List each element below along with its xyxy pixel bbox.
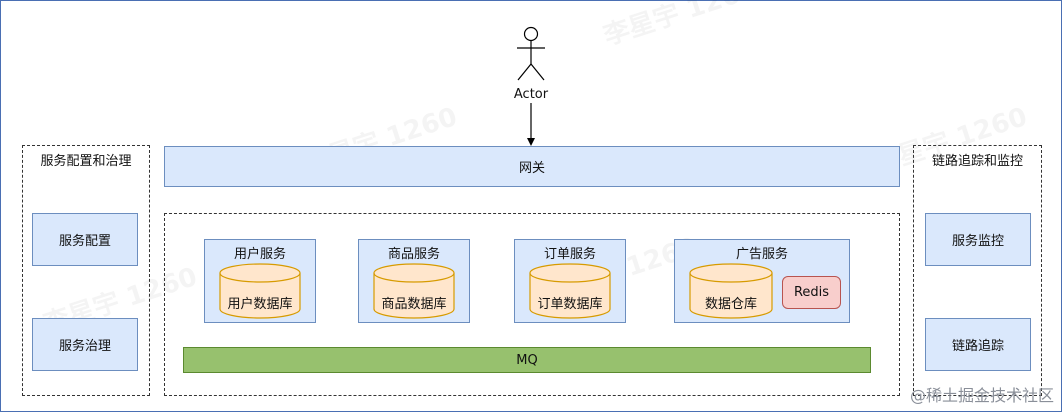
user-service-title: 用户服务 <box>233 247 286 262</box>
footer-watermark: @稀土掘金技术社区 <box>909 386 1054 405</box>
left-panel-title: 服务配置和治理 <box>40 154 132 169</box>
product-db-cylinder: 商品数据库 <box>373 263 455 319</box>
database-icon <box>219 263 301 319</box>
product-service-title: 商品服务 <box>387 247 440 262</box>
data-warehouse-cylinder: 数据仓库 <box>689 263 773 319</box>
actor-arrow <box>527 103 535 146</box>
service-governance-box: 服务治理 <box>32 318 138 371</box>
service-governance-label: 服务治理 <box>58 339 111 354</box>
product-db-label: 商品数据库 <box>381 297 447 312</box>
service-config-label: 服务配置 <box>58 234 111 249</box>
actor-label: Actor <box>513 87 549 102</box>
database-icon <box>689 263 773 319</box>
mq-bar: MQ <box>183 347 871 373</box>
actor-icon <box>517 26 545 81</box>
database-icon <box>373 263 455 319</box>
service-monitor-label: 服务监控 <box>951 234 1004 249</box>
data-warehouse-label: 数据仓库 <box>704 297 757 312</box>
user-db-cylinder: 用户数据库 <box>219 263 301 319</box>
order-db-cylinder: 订单数据库 <box>529 263 611 319</box>
left-panel: 服务配置和治理 <box>22 145 150 396</box>
ad-service-title: 广告服务 <box>735 247 788 262</box>
redis-box: Redis <box>782 276 841 309</box>
database-icon <box>529 263 611 319</box>
services-container <box>164 213 900 396</box>
gateway-box: 网关 <box>164 146 900 187</box>
user-db-label: 用户数据库 <box>227 297 293 312</box>
mq-label: MQ <box>516 352 538 368</box>
gateway-label: 网关 <box>518 161 545 176</box>
service-monitor-box: 服务监控 <box>925 213 1031 266</box>
trace-label: 链路追踪 <box>951 339 1004 354</box>
order-service-title: 订单服务 <box>543 247 596 262</box>
right-panel: 链路追踪和监控 <box>913 145 1042 396</box>
trace-box: 链路追踪 <box>925 318 1031 371</box>
redis-label: Redis <box>793 285 830 300</box>
order-db-label: 订单数据库 <box>537 297 603 312</box>
right-panel-title: 链路追踪和监控 <box>931 154 1023 169</box>
service-config-box: 服务配置 <box>32 213 138 266</box>
